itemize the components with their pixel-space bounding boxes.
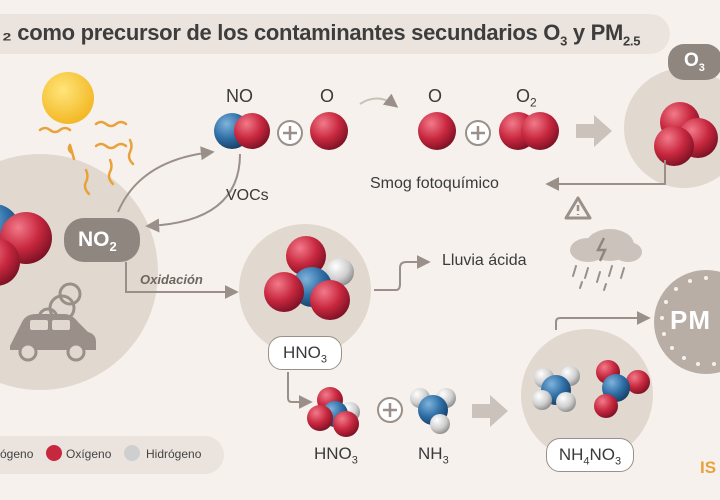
arrow-to-nh4no3 [472, 395, 508, 427]
o-product-label: O [428, 86, 443, 106]
hno3-molecule [264, 236, 354, 320]
page-title: ₂ como precursor de los contaminantes se… [2, 20, 641, 49]
legend-oxygen-swatch [46, 445, 62, 461]
hno3-pill: HNO3 [268, 336, 342, 370]
no2-pill [64, 218, 140, 262]
hno3-small-molecule [307, 387, 360, 437]
vocs-label: VOCs [226, 187, 269, 204]
cycle-arrow-down [145, 153, 241, 233]
hno3-bottom-label: HNO3 [314, 444, 358, 467]
no3-molecule [594, 360, 650, 418]
oxidation-line [125, 262, 239, 299]
legend-hydrogen-swatch [124, 445, 140, 461]
nh3-label: NH3 [418, 444, 449, 467]
o3-pill-label: O3 [684, 50, 705, 74]
o2-molecule [499, 112, 559, 150]
legend-nitrogen-label: ógeno [0, 447, 34, 461]
cycle-arrow-up [117, 146, 215, 213]
nh3-molecule [410, 388, 456, 434]
pm-particles-ring [660, 276, 716, 366]
plus-icon [377, 397, 403, 423]
car-exhaust-icon [10, 282, 96, 362]
lluvia-label: Lluvia ácida [442, 252, 527, 269]
o3-pill [668, 44, 720, 80]
storm-cloud-icon [564, 196, 642, 291]
nh4-molecule [532, 366, 580, 412]
o-label: O [320, 86, 335, 106]
plus-icon [277, 120, 303, 146]
oxidacion-label: Oxidación [140, 272, 203, 287]
o-atom [310, 112, 348, 150]
title-bar [0, 14, 670, 54]
no-molecule [214, 113, 270, 149]
acid-rain-line [374, 255, 431, 291]
hno3-down-line [287, 372, 313, 409]
pm-label: PM [670, 305, 711, 335]
smog-line [545, 160, 666, 191]
reaction-arrow [359, 93, 399, 108]
no2-pill-label: NO2 [78, 228, 117, 255]
pm-line [555, 311, 651, 330]
nh4no3-circle [521, 329, 653, 461]
legend-oxygen-label: Oxígeno [66, 447, 112, 461]
no2-molecule [0, 204, 52, 286]
legend-hydrogen-label: Hidrógeno [146, 447, 202, 461]
smog-label: Smog fotoquímico [370, 175, 499, 192]
nh4no3-pill: NH4NO3 [546, 438, 634, 472]
plus-icon [465, 120, 491, 146]
legend [0, 436, 224, 474]
no-label: NO [226, 86, 253, 106]
o-atom-product [418, 112, 456, 150]
arrow-to-o3 [576, 115, 612, 147]
sun-icon [38, 72, 135, 196]
o2-label: O2 [516, 86, 537, 110]
brand-logo: IS [700, 458, 717, 477]
o3-molecule [654, 102, 718, 166]
